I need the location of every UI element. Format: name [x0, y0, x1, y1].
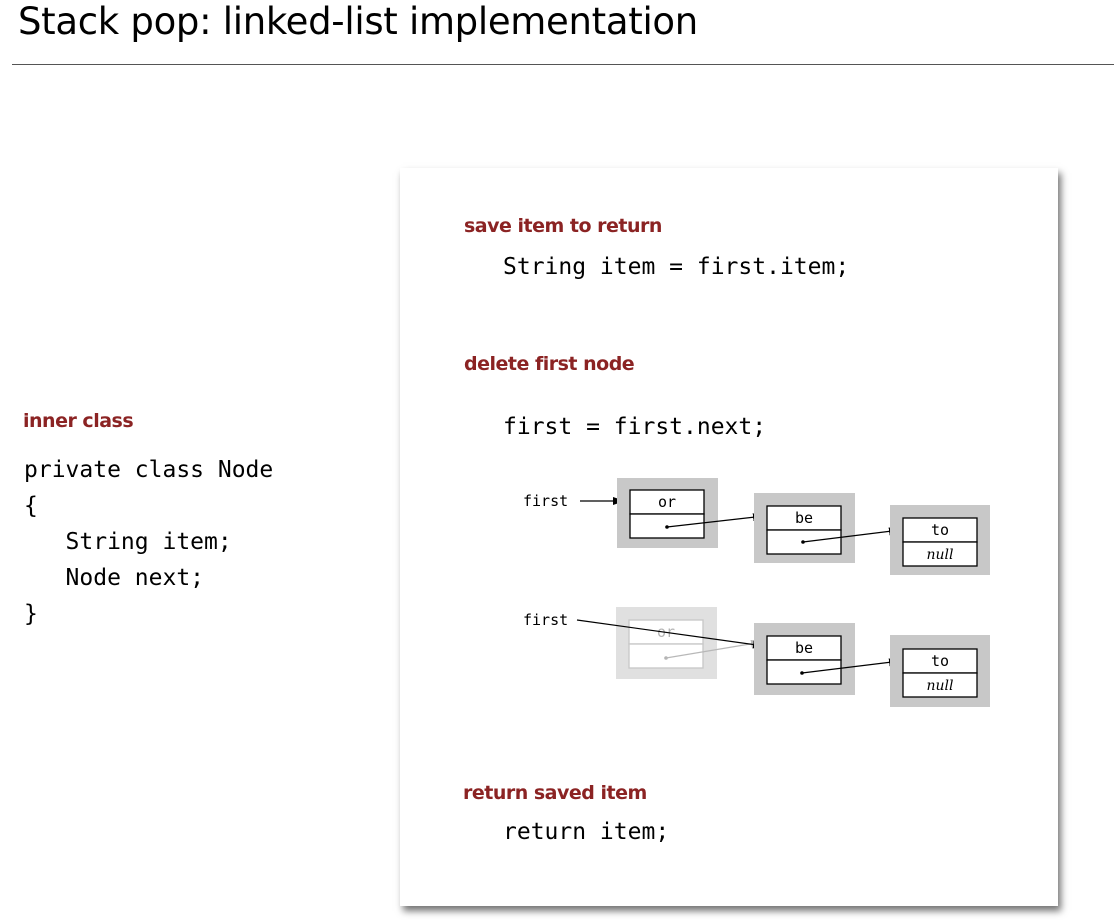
- node-to: to null: [890, 505, 990, 575]
- node-item: to: [931, 652, 949, 670]
- code-line: String item;: [24, 529, 232, 555]
- stale-link-arrow: [665, 639, 763, 659]
- step-label-return: return saved item: [463, 782, 647, 804]
- code-line: Node next;: [24, 565, 205, 591]
- node-or-faded: or: [616, 607, 717, 679]
- next-link-arrow: [801, 658, 901, 674]
- title-divider: [12, 64, 1114, 65]
- code-line: private class Node: [24, 457, 274, 483]
- code-line: }: [24, 601, 38, 627]
- node-be: be: [754, 493, 855, 563]
- step-code-delete: first = first.next;: [503, 414, 767, 440]
- step-label-delete: delete first node: [464, 353, 635, 375]
- inner-class-label: inner class: [23, 410, 134, 432]
- next-link-arrow: [802, 527, 901, 543]
- step-code-save: String item = first.item;: [503, 254, 850, 280]
- node-item: or: [658, 493, 676, 511]
- node-to: to null: [890, 635, 990, 707]
- next-link-arrow: [666, 513, 765, 528]
- node-item: to: [931, 521, 949, 539]
- node-item: be: [795, 639, 813, 657]
- first-pointer-label: first: [523, 611, 568, 629]
- first-pointer-label: first: [523, 492, 568, 510]
- null-label: null: [927, 547, 954, 563]
- node-or: or: [617, 478, 718, 548]
- node-be: be: [754, 623, 855, 695]
- node-class-code: private class Node { String item; Node ne…: [24, 452, 273, 632]
- null-label: null: [927, 678, 954, 694]
- step-label-save: save item to return: [464, 215, 662, 237]
- first-pointer-arrow: [576, 619, 765, 649]
- code-line: {: [24, 493, 38, 519]
- step-code-return: return item;: [503, 819, 670, 845]
- node-item: be: [795, 509, 813, 527]
- page-title: Stack pop: linked-list implementation: [18, 0, 698, 43]
